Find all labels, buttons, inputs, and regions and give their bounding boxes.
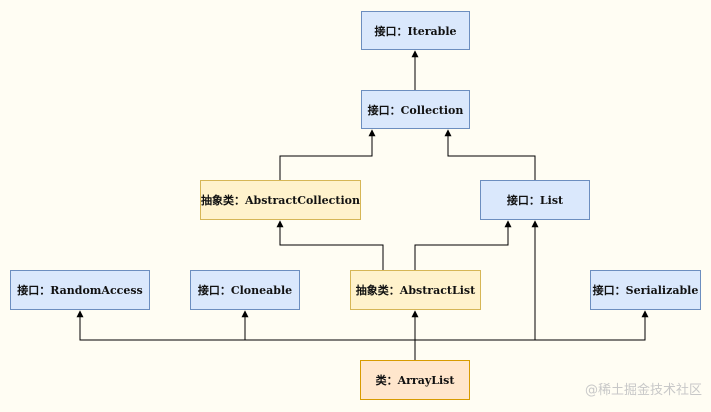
node-random-access[interactable]: 接口：RandomAccess xyxy=(10,270,150,310)
node-abstract-collection[interactable]: 抽象类：AbstractCollection xyxy=(200,180,361,220)
node-cloneable[interactable]: 接口：Cloneable xyxy=(190,270,300,310)
node-collection[interactable]: 接口：Collection xyxy=(361,90,470,129)
edge-abstract-list-to-list xyxy=(414,220,512,270)
node-iterable-label: 接口：Iterable xyxy=(374,24,457,38)
node-array-list[interactable]: 类：ArrayList xyxy=(360,360,470,400)
node-cloneable-label: 接口：Cloneable xyxy=(197,284,293,297)
node-abstract-collection-label: 抽象类：AbstractCollection xyxy=(201,194,360,207)
node-array-list-label: 类：ArrayList xyxy=(375,374,455,387)
node-list-label: 接口：List xyxy=(506,194,564,207)
edge-array-list-to-cloneable xyxy=(241,310,415,341)
node-abstract-list-label: 抽象类：AbstractList xyxy=(355,284,476,297)
edge-array-list-to-random-access xyxy=(76,310,416,360)
node-collection-label: 接口：Collection xyxy=(367,103,464,117)
edge-array-list-to-serializable xyxy=(535,310,649,341)
node-serializable[interactable]: 接口：Serializable xyxy=(590,270,701,310)
node-list[interactable]: 接口：List xyxy=(480,180,590,220)
edge-abstract-list-to-abstract-collection xyxy=(276,220,384,270)
node-serializable-label: 接口：Serializable xyxy=(592,284,699,297)
edge-abstract-collection-to-collection xyxy=(279,129,376,180)
edge-list-to-collection xyxy=(444,129,536,180)
node-random-access-label: 接口：RandomAccess xyxy=(17,284,143,297)
watermark: @稀土掘金技术社区 xyxy=(584,383,702,398)
node-iterable[interactable]: 接口：Iterable xyxy=(361,11,470,50)
node-abstract-list[interactable]: 抽象类：AbstractList xyxy=(350,270,481,310)
